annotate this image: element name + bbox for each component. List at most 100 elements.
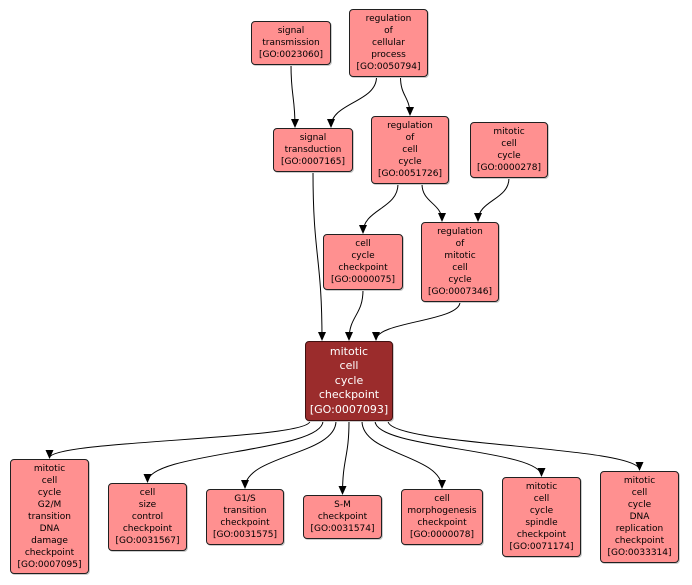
node-label-line: cycle	[627, 500, 652, 510]
node-label-line: replication	[615, 524, 664, 534]
node-label-line: cycle	[351, 251, 375, 261]
node-go-id: [GO:0007095]	[17, 559, 82, 570]
node-signal-transmission[interactable]: signal transmission [GO:0023060]	[251, 21, 331, 65]
node-label-line: mitotic	[444, 251, 476, 261]
node-label-line: signal	[299, 133, 327, 143]
node-label-line: checkpoint	[24, 547, 75, 558]
edge-mitotic_cell_cycle_checkpoint-to-g1s_transition_checkpoint	[241, 420, 337, 489]
node-label-line: checkpoint	[318, 388, 380, 402]
node-go-id: [GO:0031567]	[115, 536, 180, 546]
edge-mitotic_cell_cycle_checkpoint-to-cell_size_control_checkpoint	[143, 420, 324, 483]
node-cell-size-control-checkpoint[interactable]: cell size control checkpoint [GO:0031567]	[108, 483, 187, 551]
node-go-id: [GO:0051726]	[377, 169, 443, 179]
node-label-line: cell	[434, 494, 450, 504]
node-mitotic-cell-cycle[interactable]: mitotic cell cycle [GO:0000278]	[470, 122, 548, 178]
node-cell-cycle-checkpoint[interactable]: cell cycle checkpoint [GO:0000075]	[323, 234, 403, 290]
edge-signal_transmission-to-signal_transduction	[290, 64, 299, 128]
node-label-line: regulation	[437, 227, 483, 237]
node-label-line: cycle	[529, 506, 554, 516]
node-label-line: control	[131, 512, 164, 522]
node-label-line: G2/M	[37, 499, 62, 510]
node-label-line: cycle	[37, 487, 62, 498]
edge-mitotic_cell_cycle_checkpoint-to-cell_morphogenesis_checkpoint	[361, 420, 446, 489]
node-sm-checkpoint[interactable]: S-M checkpoint [GO:0031574]	[303, 495, 382, 539]
node-label-line: cell	[339, 359, 359, 373]
node-label-line: transduction	[284, 145, 342, 155]
edge-signal_transduction-to-mitotic_cell_cycle_checkpoint	[312, 171, 326, 341]
node-label-line: morphogenesis	[407, 506, 477, 516]
node-go-id: [GO:0031574]	[310, 524, 375, 534]
node-label-line: cell	[139, 488, 156, 498]
edge-mitotic_cell_cycle_checkpoint-to-spindle_checkpoint	[374, 420, 546, 477]
node-label-line: checkpoint	[614, 536, 665, 546]
node-label-line: size	[138, 500, 157, 510]
node-label-line: process	[371, 50, 406, 60]
node-signal-transduction[interactable]: signal transduction [GO:0007165]	[273, 128, 353, 172]
node-label-line: regulation	[365, 14, 412, 24]
node-go-id: [GO:0007165]	[280, 157, 346, 167]
edge-mitotic_cell_cycle_checkpoint-to-dna_replication_checkpoint	[387, 420, 644, 471]
edge-regulation_cellular_process-to-regulation_cell_cycle	[400, 76, 414, 116]
edge-mitotic_cell_cycle-to-regulation_mitotic_cell_cycle	[474, 177, 510, 222]
node-regulation-of-cell-cycle[interactable]: regulation of cell cycle [GO:0051726]	[371, 116, 449, 184]
node-regulation-of-cellular-process[interactable]: regulation of cellular process [GO:0050794]	[349, 9, 428, 77]
node-label-line: cell	[41, 475, 58, 486]
node-regulation-of-mitotic-cell-cycle[interactable]: regulation of mitotic cell cycle [GO:0007346]	[421, 222, 499, 302]
node-label-line: transmission	[262, 38, 320, 48]
node-go-id: [GO:0050794]	[356, 62, 421, 72]
node-label-line: mitotic	[623, 476, 656, 486]
node-label-line: checkpoint	[317, 512, 368, 522]
node-label-line: of	[384, 26, 393, 36]
node-label-line: mitotic	[525, 482, 558, 492]
node-label-line: cell	[452, 263, 468, 273]
node-label-line: checkpoint	[516, 530, 567, 540]
node-go-id: [GO:0071174]	[509, 542, 574, 552]
node-label-line: signal	[277, 26, 305, 36]
edge-cell_cycle_checkpoint-to-mitotic_cell_cycle_checkpoint	[345, 289, 364, 341]
edge-regulation_mitotic_cell_cycle-to-mitotic_cell_cycle_checkpoint	[372, 301, 461, 341]
node-label-line: cycle	[497, 151, 521, 161]
node-label-line: cycle	[398, 157, 422, 167]
node-label-line: mitotic	[33, 463, 66, 474]
node-label-line: DNA	[39, 523, 60, 534]
edge-mitotic_cell_cycle_checkpoint-to-sm_checkpoint	[338, 420, 350, 495]
node-label-line: checkpoint	[338, 263, 388, 273]
node-label-line: G1/S	[234, 494, 256, 504]
node-label-line: cell	[355, 239, 371, 249]
node-label-line: cell	[631, 488, 648, 498]
node-label-line: regulation	[387, 121, 433, 131]
node-label-line: S-M	[334, 500, 351, 510]
node-label-line: mitotic	[329, 344, 369, 358]
node-label-line: of	[455, 239, 465, 249]
edge-regulation_cellular_process-to-signal_transduction	[327, 76, 377, 128]
node-label-line: cell	[501, 139, 517, 149]
node-label-line: cell	[402, 145, 418, 155]
node-go-id: [GO:0000075]	[330, 275, 396, 285]
node-label-line: checkpoint	[417, 518, 467, 528]
node-label-line: transition	[28, 511, 71, 522]
node-label-line: mitotic	[493, 127, 525, 137]
node-go-id: [GO:0033314]	[607, 548, 672, 558]
node-label-line: cellular	[372, 38, 405, 48]
edge-regulation_cell_cycle-to-cell_cycle_checkpoint	[359, 183, 399, 234]
node-go-id: [GO:0007346]	[427, 287, 493, 297]
node-label-line: of	[405, 133, 415, 143]
node-label-line: cycle	[448, 275, 472, 285]
node-label-line: damage	[31, 535, 68, 546]
node-cell-morphogenesis-checkpoint[interactable]: cell morphogenesis checkpoint [GO:0000078]	[401, 489, 483, 545]
node-go-id: [GO:0023060]	[258, 50, 324, 60]
edge-regulation_cell_cycle-to-regulation_mitotic_cell_cycle	[421, 183, 446, 222]
edge-mitotic_cell_cycle_checkpoint-to-g2m_dna_damage_checkpoint	[45, 420, 311, 459]
node-go-id: [GO:0007093]	[309, 402, 389, 416]
node-go-id: [GO:0000078]	[409, 530, 475, 540]
node-label-line: cycle	[334, 373, 364, 387]
node-go-id: [GO:0031575]	[212, 530, 278, 540]
node-label-line: checkpoint	[122, 524, 173, 534]
node-go-id: [GO:0000278]	[476, 163, 542, 173]
